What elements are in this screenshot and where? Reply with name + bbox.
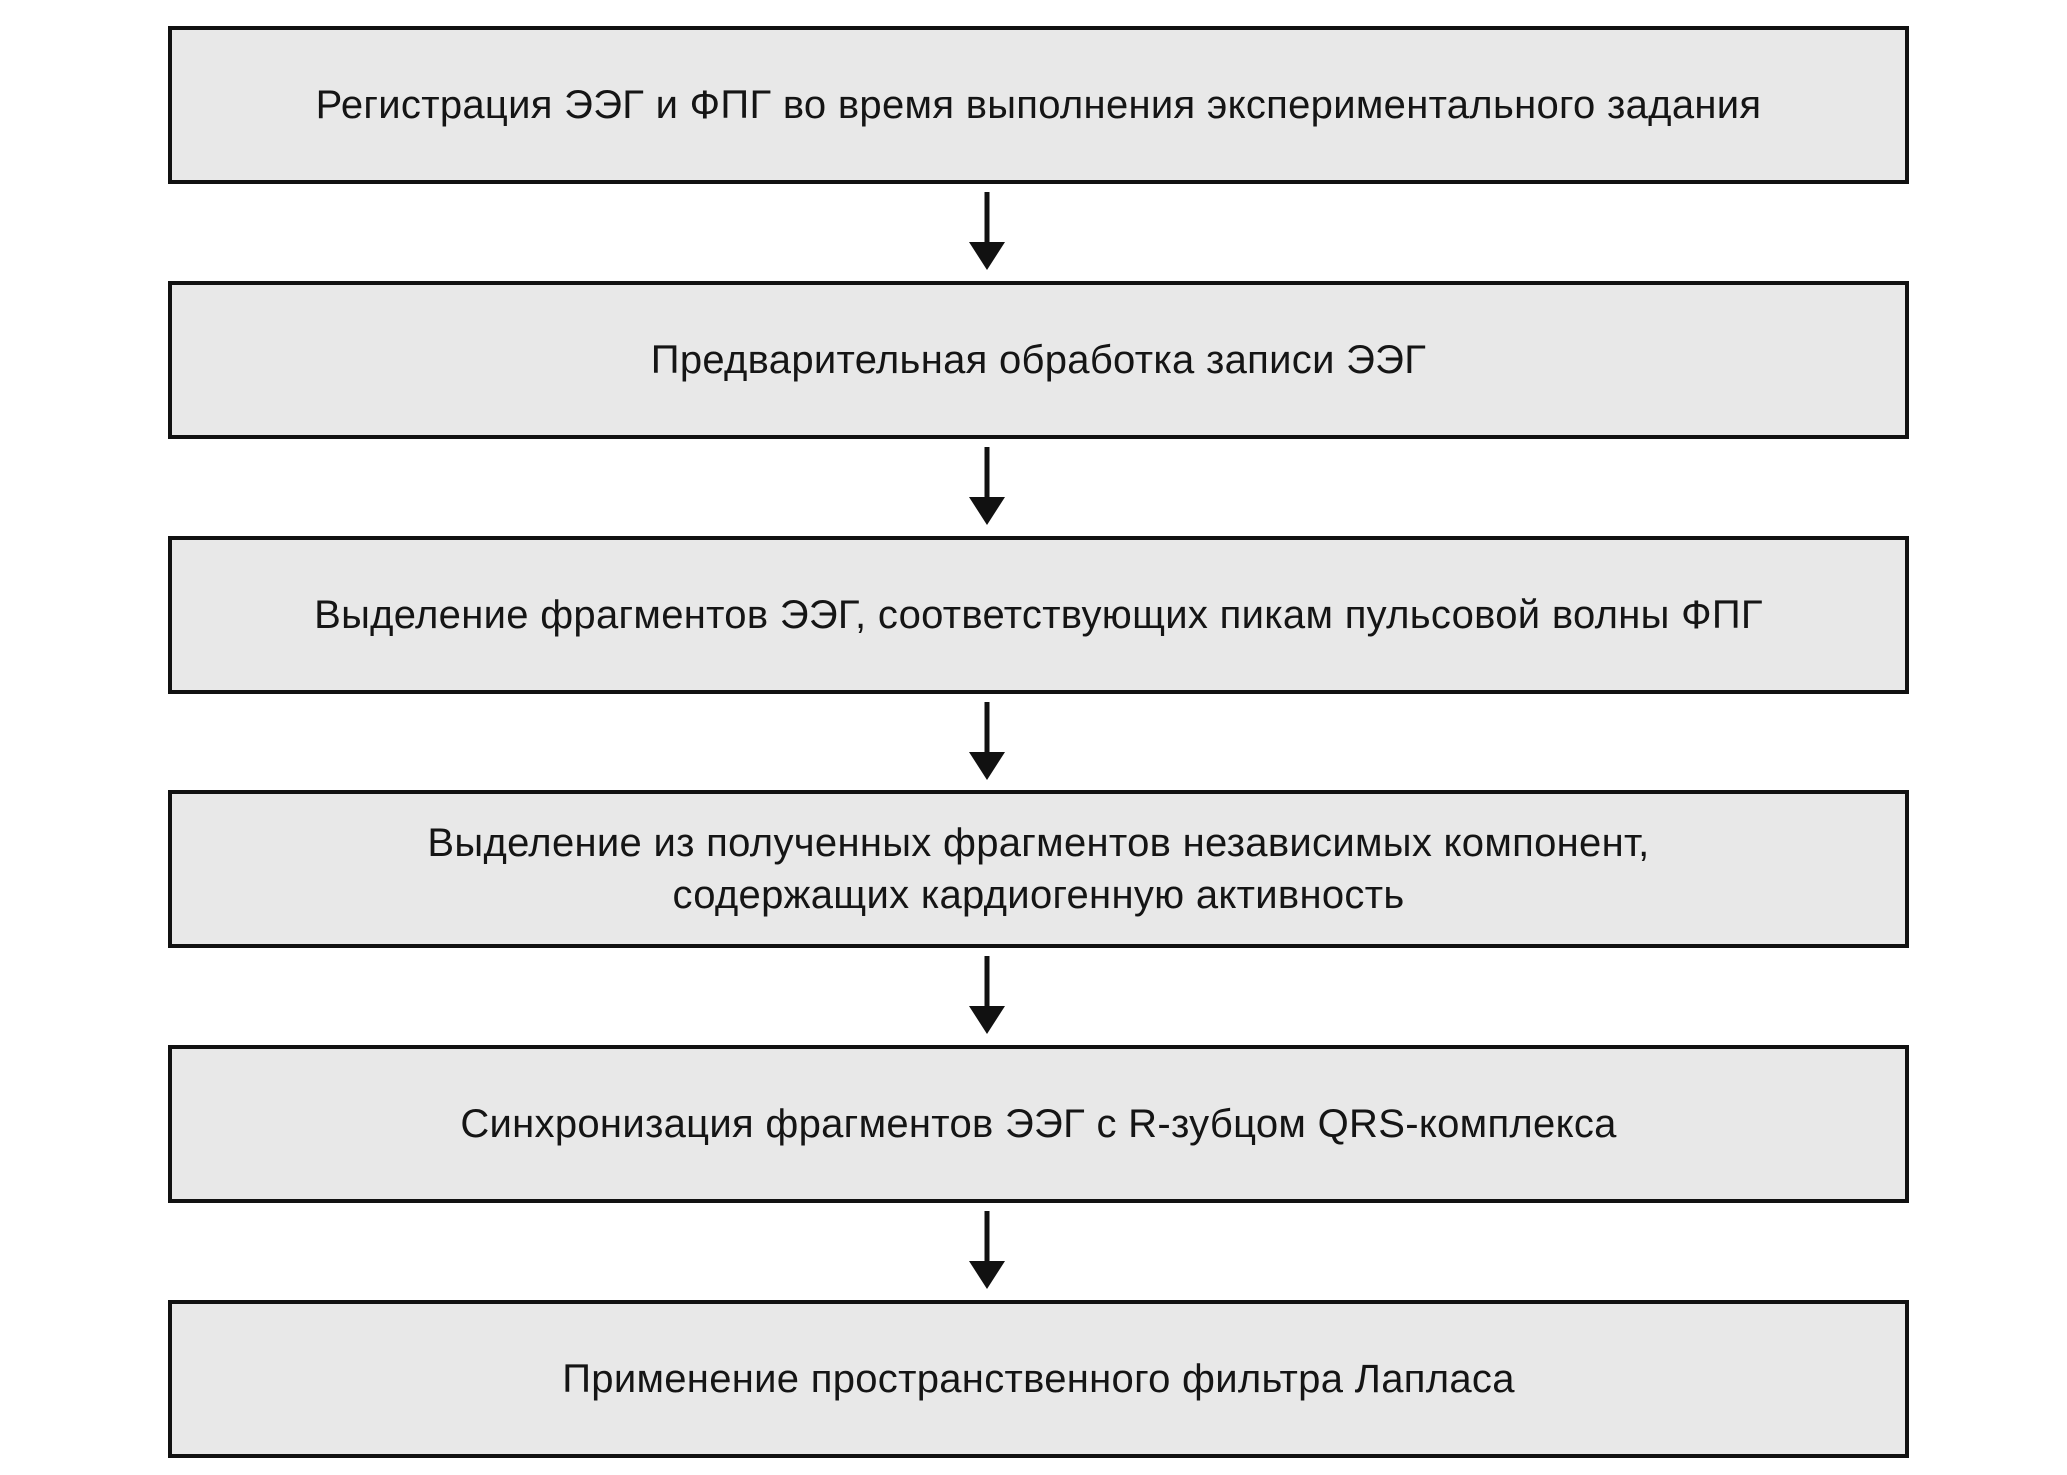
- step-2-box: Предварительная обработка записи ЭЭГ: [168, 281, 1909, 439]
- arrow-down-icon: [967, 702, 1007, 782]
- step-5-box: Синхронизация фрагментов ЭЭГ с R-зубцом …: [168, 1045, 1909, 1203]
- arrow-down-icon: [967, 956, 1007, 1036]
- arrow-down-icon: [967, 447, 1007, 527]
- step-3-box: Выделение фрагментов ЭЭГ, соответствующи…: [168, 536, 1909, 694]
- arrow-down-icon: [967, 1211, 1007, 1291]
- step-5-label: Синхронизация фрагментов ЭЭГ с R-зубцом …: [460, 1102, 1617, 1146]
- step-6-label: Применение пространственного фильтра Лап…: [562, 1357, 1515, 1401]
- step-4-label: Выделение из полученных фрагментов незав…: [427, 821, 1650, 917]
- step-1-box: Регистрация ЭЭГ и ФПГ во время выполнени…: [168, 26, 1909, 184]
- step-3-label: Выделение фрагментов ЭЭГ, соответствующи…: [314, 593, 1763, 637]
- step-2-label: Предварительная обработка записи ЭЭГ: [650, 338, 1427, 382]
- step-4-box: Выделение из полученных фрагментов незав…: [168, 790, 1909, 948]
- arrow-down-icon: [967, 192, 1007, 272]
- step-6-box: Применение пространственного фильтра Лап…: [168, 1300, 1909, 1458]
- step-1-label: Регистрация ЭЭГ и ФПГ во время выполнени…: [315, 83, 1762, 127]
